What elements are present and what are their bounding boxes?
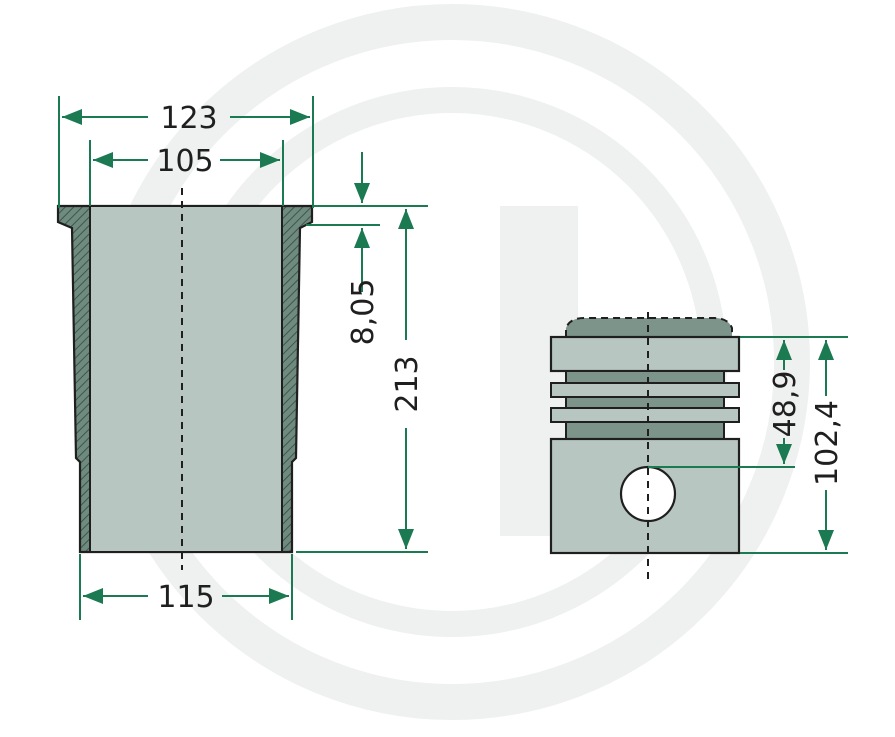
dim-bore-label: 105 [156, 144, 213, 179]
dim-liner-outer-label: 115 [157, 580, 214, 615]
dim-piston-height-label: 102,4 [810, 400, 845, 486]
liner-bore [89, 205, 283, 553]
piston-dimensions: 48,9 102,4 [648, 336, 848, 554]
dim-flange-outer-label: 123 [160, 101, 217, 136]
dim-liner-length-label: 213 [390, 355, 425, 412]
dim-flange-height-label: 8,05 [346, 279, 381, 346]
cylinder-liner [56, 188, 314, 570]
liner-dimensions: 123 105 115 8,05 213 [58, 96, 428, 620]
dim-pin-height-label: 48,9 [768, 371, 803, 438]
piston [549, 312, 741, 584]
